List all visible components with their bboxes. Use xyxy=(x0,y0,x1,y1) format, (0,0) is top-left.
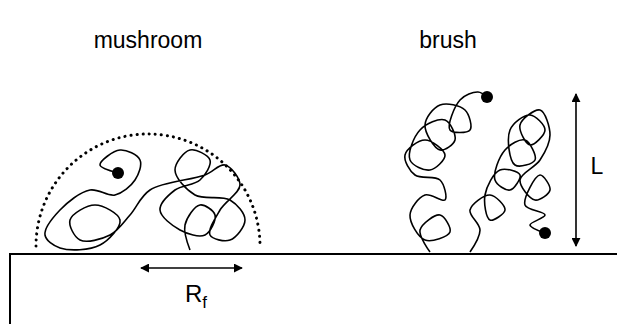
dimension-label: L xyxy=(591,155,604,178)
chain-end xyxy=(481,91,493,103)
polymer-chain xyxy=(45,150,245,250)
polymer-chain xyxy=(470,110,550,252)
grafting-surface xyxy=(10,254,617,324)
mushroom-envelope xyxy=(36,134,260,246)
polymer-chain xyxy=(405,92,487,252)
dimension-label: Rf xyxy=(185,282,207,311)
regime-title: brush xyxy=(419,29,477,52)
chain-end xyxy=(112,167,124,179)
dimension-arrow xyxy=(141,267,242,269)
chain-end xyxy=(539,227,551,239)
dimension-arrow xyxy=(575,94,577,246)
regime-title: mushroom xyxy=(94,29,203,52)
